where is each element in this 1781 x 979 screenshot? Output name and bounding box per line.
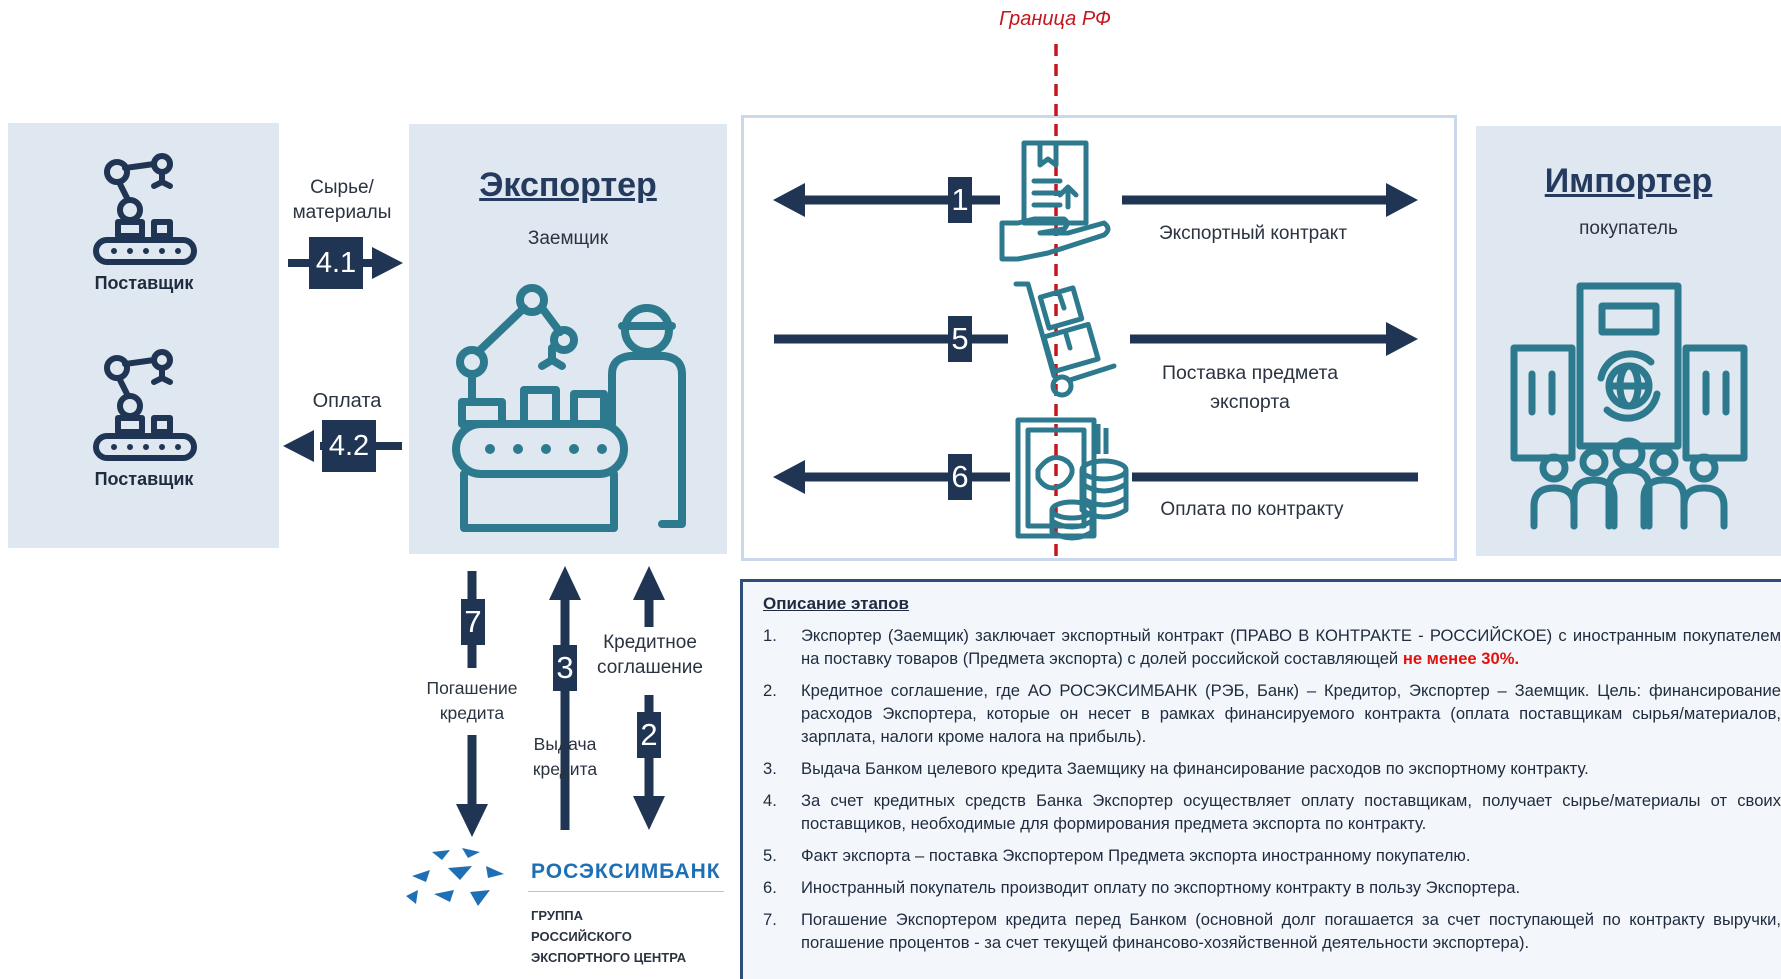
- stage-item: 2.Кредитное соглашение, где АО РОСЭКСИМБ…: [763, 681, 1781, 746]
- flow-5-badge: 5: [948, 316, 972, 362]
- importer-title: Импортер: [1544, 162, 1713, 200]
- flow-4-1-badge: 4.1: [309, 237, 363, 289]
- exporter-subtitle: Заемщик: [527, 228, 609, 249]
- robot-arm-icon: [93, 153, 197, 265]
- border-label: Граница РФ: [999, 8, 1111, 30]
- bank-group-caption: ГРУППА РОССИЙСКОГО ЭКСПОРТНОГО ЦЕНТРА: [531, 908, 687, 965]
- stage-item: 4.За счет кредитных средств Банка Экспор…: [763, 791, 1781, 833]
- stage-item: 7.Погашение Экспортером кредита перед Ба…: [763, 910, 1781, 952]
- description-title: Описание этапов: [763, 594, 910, 613]
- exporter-title: Экспортер: [479, 166, 657, 204]
- flow-7-badge: 7: [461, 599, 485, 645]
- flow-1-label: Экспортный контракт: [1158, 223, 1348, 244]
- flow-2-badge: 2: [637, 712, 661, 758]
- flow-6-label: Оплата по контракту: [1160, 499, 1344, 520]
- importer-subtitle: покупатель: [1579, 218, 1678, 239]
- roseximbank-logo-icon: [406, 848, 504, 906]
- flow-5-label: Поставка предмета экспорта: [1161, 362, 1339, 413]
- bank-name: РОСЭКСИМБАНК: [531, 860, 721, 883]
- suppliers-panel: [8, 123, 279, 548]
- flow-3-badge: 3: [553, 645, 577, 691]
- stage-item: 3.Выдача Банком целевого кредита Заемщик…: [763, 759, 1589, 778]
- flow-3-label: Выдача кредита: [532, 734, 598, 779]
- flow-4-1-label: Сырье/ материалы: [292, 177, 392, 223]
- stage-item: 1.Экспортер (Заемщик) заключает экспортн…: [763, 626, 1781, 668]
- importer-panel: [1476, 126, 1781, 556]
- flow-7-label: Погашение кредита: [426, 678, 518, 723]
- flow-4-2-label: Оплата: [312, 390, 382, 412]
- robot-arm-icon: [93, 349, 197, 461]
- stages-description: Описание этапов 1.Экспортер (Заемщик) за…: [740, 579, 1781, 979]
- supplier-label: Поставщик: [94, 273, 194, 293]
- flow-4-2-badge: 4.2: [322, 420, 376, 472]
- factory-worker-icon: [452, 284, 686, 532]
- contract-hand-icon: [999, 140, 1111, 262]
- flow-6-badge: 6: [948, 454, 972, 500]
- flow-2-label: Кредитное соглашение: [597, 632, 703, 678]
- stage-item: 6.Иностранный покупатель производит опла…: [763, 878, 1521, 897]
- buyers-building-icon: [1510, 282, 1748, 530]
- money-coins-icon: [1015, 417, 1129, 541]
- hand-truck-icon: [1013, 281, 1117, 398]
- flow-1-badge: 1: [948, 177, 972, 223]
- supplier-label: Поставщик: [94, 469, 194, 489]
- bank-divider: [528, 891, 724, 892]
- stage-highlight: не менее 30%.: [1402, 649, 1520, 668]
- stage-item: 5.Факт экспорта – поставка Экспортером П…: [763, 846, 1471, 865]
